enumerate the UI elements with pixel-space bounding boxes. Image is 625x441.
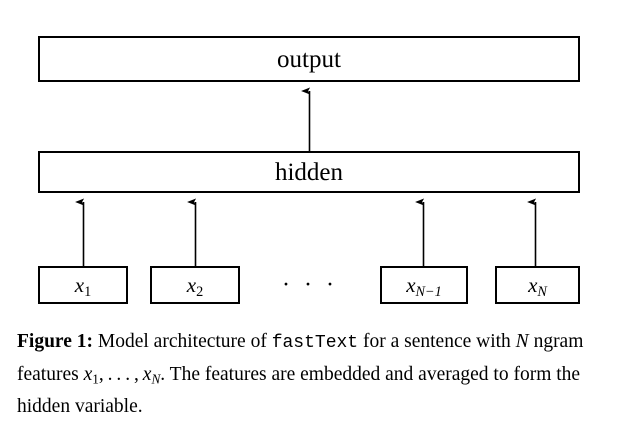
input-feature-sub-1: 1: [84, 283, 92, 300]
figure-caption-x-first-sub: 1: [92, 371, 99, 387]
ellipsis-indicator: · · ·: [282, 271, 338, 298]
input-feature-box-1: x1: [38, 266, 128, 304]
input-feature-box-3: xN−1: [380, 266, 468, 304]
figure-caption-x-first-base: x: [83, 364, 93, 385]
input-feature-label-2: x2: [186, 272, 204, 300]
figure-caption-label: Figure 1:: [17, 331, 94, 352]
input-feature-base-1: x: [74, 272, 85, 297]
figure-caption-x-first: x1: [83, 364, 99, 387]
input-feature-sub-4: N: [537, 283, 547, 300]
input-feature-box-2: x2: [150, 266, 240, 304]
output-layer-label: output: [277, 45, 341, 73]
input-feature-base-2: x: [186, 272, 197, 297]
figure-caption: Figure 1: Model architecture of fastText…: [17, 326, 611, 423]
input-feature-box-4: xN: [495, 266, 580, 304]
input-feature-label-4: xN: [528, 272, 547, 300]
figure-caption-var-n: N: [515, 331, 529, 352]
input-feature-base-4: x: [528, 272, 538, 297]
output-layer-box: output: [38, 36, 580, 82]
input-feature-label-3: xN−1: [406, 272, 442, 300]
figure-caption-text-1: Model architecture of: [93, 331, 272, 352]
figure-caption-x-last-base: x: [142, 364, 152, 385]
figure-caption-monospace-term: fastText: [271, 333, 359, 353]
figure-caption-x-last: xN: [142, 364, 161, 387]
figure-caption-list-separator: , . . . ,: [98, 364, 143, 385]
figure-caption-text-3: ngram features: [17, 331, 584, 385]
figure-diagram: output hidden x1 x2 xN−1 xN · · ·: [38, 36, 580, 304]
input-feature-sub-3: N−1: [415, 283, 442, 300]
hidden-layer-box: hidden: [38, 151, 580, 193]
hidden-layer-label: hidden: [274, 158, 344, 186]
figure-caption-x-last-sub: N: [151, 371, 161, 387]
figure-caption-text-2: for a sentence with: [358, 331, 516, 352]
figure-caption-text-4: . The features are embedded and averaged…: [17, 364, 581, 417]
input-feature-base-3: x: [406, 272, 416, 297]
input-feature-label-1: x1: [74, 272, 92, 300]
input-feature-sub-2: 2: [196, 283, 204, 300]
